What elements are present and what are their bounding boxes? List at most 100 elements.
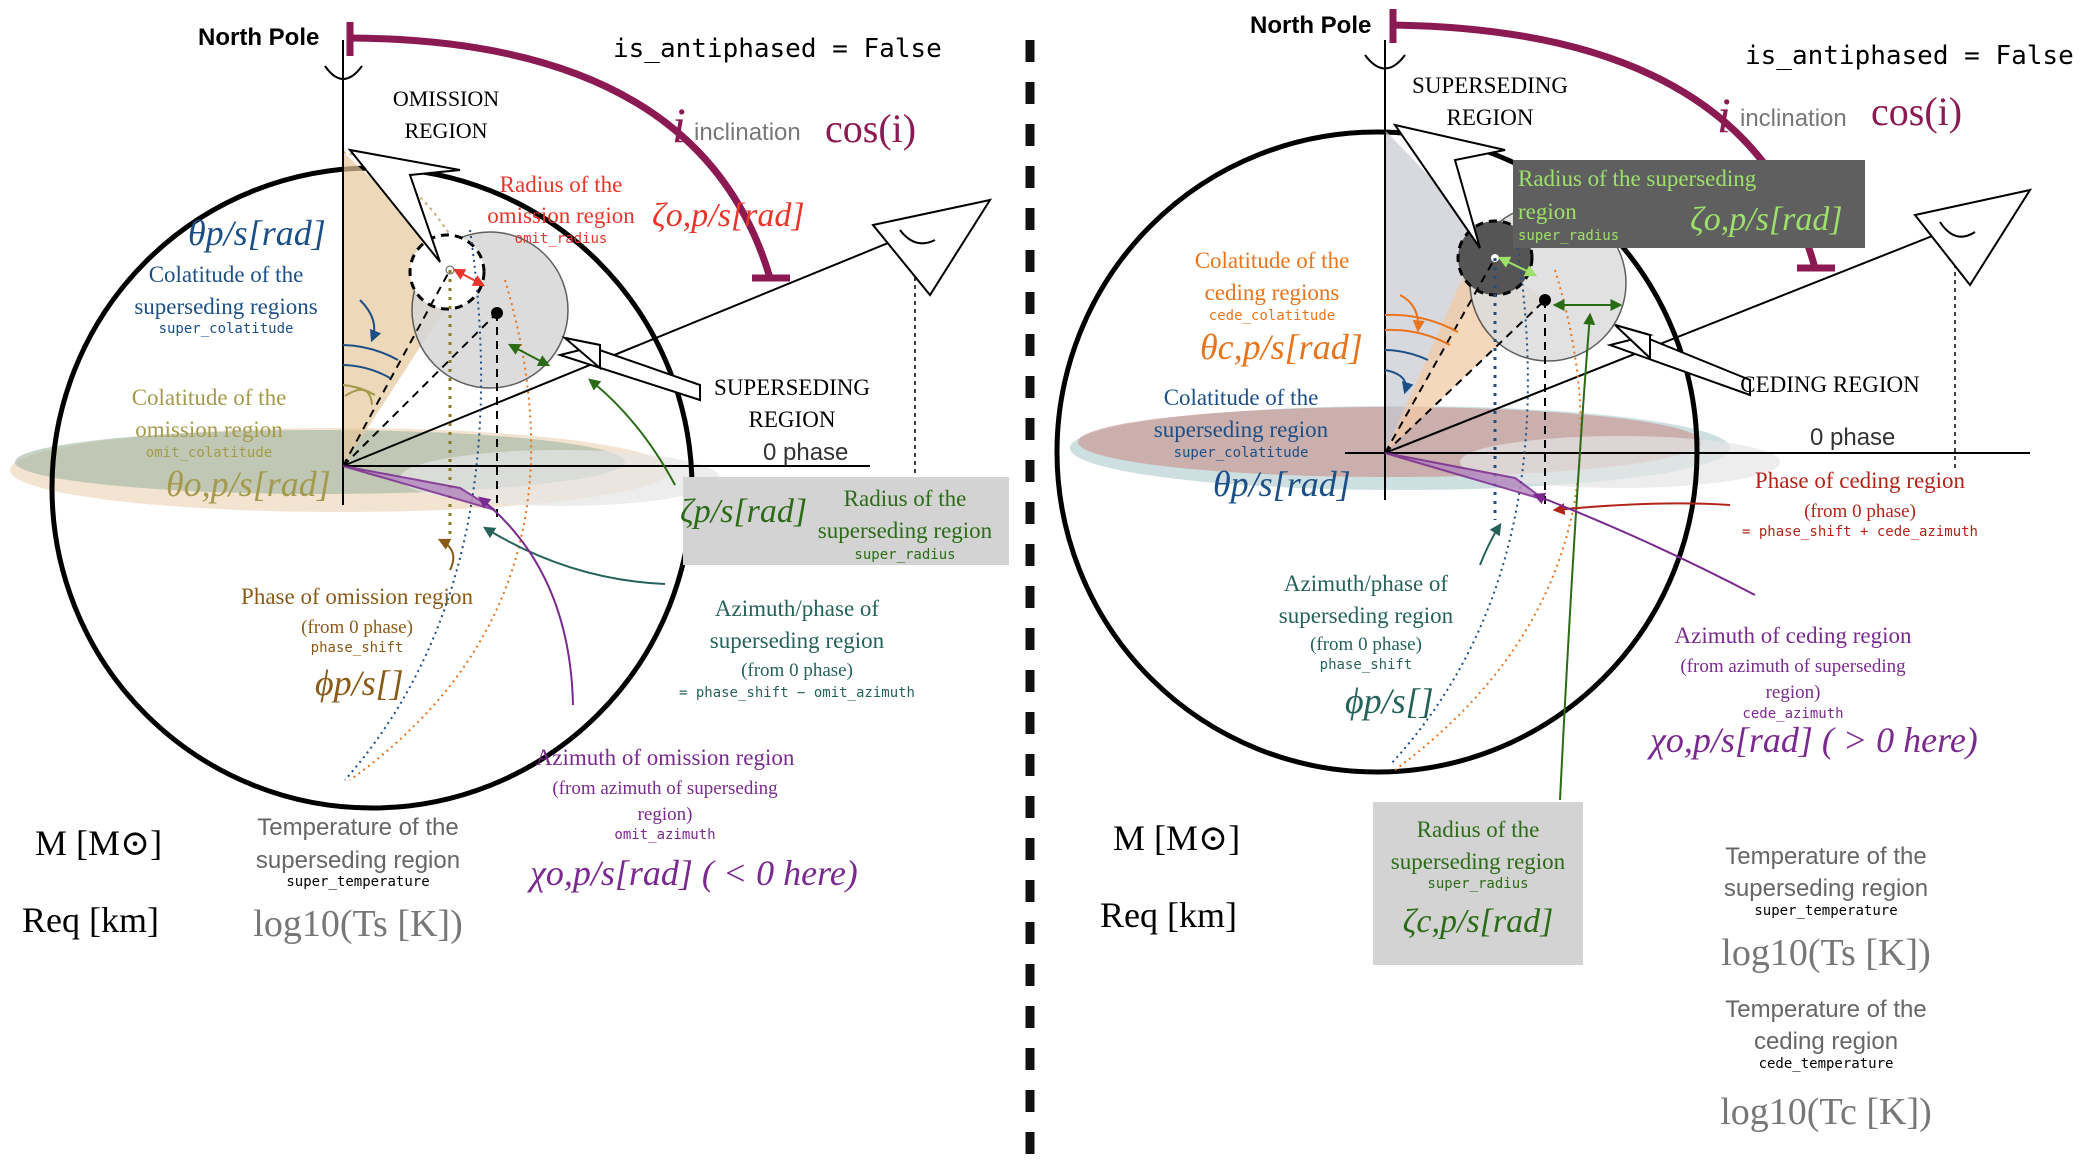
right-cede-radius-box (1373, 802, 1583, 965)
right-superseding-callout-arrow (1392, 123, 1506, 249)
left-colat-arc-blue-1 (342, 344, 399, 361)
left-is-antiphased-label: is_antiphased = False (613, 34, 942, 64)
left-super-colat-code: super_colatitude (159, 321, 294, 337)
left-super-radius-box (683, 477, 1009, 565)
right-colat-arc-orange-1 (1384, 328, 1451, 346)
left-omission-title-2: REGION (404, 118, 487, 143)
right-arrow-cede-colat (1399, 294, 1425, 333)
right-phase-cede-2: (from 0 phase) (1804, 501, 1916, 522)
left-phase-omit-1: Phase of omission region (241, 584, 473, 609)
right-colatitude-wedge (1385, 130, 1500, 453)
left-panel (10, 22, 1009, 811)
right-orange-meridian (1394, 269, 1582, 771)
left-super-radius-1: Radius of the (844, 486, 967, 511)
right-az-super-1: Azimuth/phase of (1284, 571, 1448, 596)
left-omit-colat-1: Colatitude of the (132, 385, 287, 410)
right-radius-super-1: Radius of the superseding (1518, 166, 1757, 191)
right-temp-c-code: cede_temperature (1759, 1056, 1894, 1072)
right-cede-colat-1: Colatitude of the (1195, 248, 1350, 273)
right-zero-phase-label: 0 phase (1810, 424, 1895, 451)
left-theta-ps: θp/s[rad] (188, 213, 326, 253)
left-radius-omission-1: Radius of the (500, 172, 623, 197)
right-chi-o: χo,p/s[rad] ( > 0 here) (1647, 720, 1978, 760)
right-radius-super-2: region (1518, 199, 1577, 224)
left-equator-ellipse-right (400, 450, 720, 506)
right-temp-s-1: Temperature of the (1725, 843, 1926, 870)
left-inclination-symbol: i (672, 97, 686, 153)
left-phase-omit-2: (from 0 phase) (301, 617, 413, 638)
right-dashed-to-cede (1384, 299, 1546, 454)
left-az-super-3: (from 0 phase) (741, 660, 853, 681)
right-is-antiphased-label: is_antiphased = False (1745, 41, 2074, 71)
left-omit-colat-code: omit_colatitude (146, 445, 272, 461)
right-observer-eye (1913, 188, 2033, 287)
right-az-cede-code: cede_azimuth (1742, 706, 1843, 722)
right-phi-ps: ϕp/s[] (1345, 681, 1434, 721)
right-radius-eq-label: Req [km] (1100, 895, 1237, 935)
right-arrow-azimuth-super (1479, 523, 1502, 566)
right-arrow-azimuth-cede (1532, 492, 1756, 596)
left-inclination-cos: cos(i) (825, 106, 916, 151)
left-inclination-arc (349, 34, 774, 279)
right-az-cede-3: region) (1766, 682, 1821, 703)
right-equator-ellipse-right (1460, 436, 1780, 488)
left-arrow-colat-omit (344, 388, 373, 406)
left-colat-arc-blue-2 (342, 364, 391, 379)
left-az-omit-1: Azimuth of omission region (536, 745, 795, 770)
right-line-of-sight (1384, 224, 1961, 454)
right-cede-colat-code: cede_colatitude (1209, 308, 1335, 324)
left-radius-omission-code: omit_radius (515, 231, 608, 247)
left-az-omit-3: region) (638, 804, 693, 825)
left-az-super-1: Azimuth/phase of (715, 596, 879, 621)
right-arrow-cede-radius-callout (1559, 312, 1596, 801)
right-log-tc: log10(Tc [K]) (1720, 1091, 1932, 1133)
right-north-pole-label: North Pole (1250, 12, 1371, 39)
left-omit-colat-2: omission region (135, 417, 283, 442)
left-super-radius-code: super_radius (854, 547, 955, 563)
right-az-super-3: (from 0 phase) (1310, 634, 1422, 655)
left-phi-ps: ϕp/s[] (315, 663, 404, 703)
right-az-cede-1: Azimuth of ceding region (1675, 623, 1912, 648)
left-az-super-2: superseding region (710, 628, 885, 653)
right-ceding-title: CEDING REGION (1740, 372, 1920, 397)
left-arrow-colat-super (359, 299, 382, 343)
left-dashed-to-omission (342, 269, 451, 467)
right-cede-radius-1: Radius of the (1417, 817, 1540, 842)
left-omission-callout-arrow (347, 148, 461, 263)
left-super-colat-1: Colatitude of the (149, 262, 304, 287)
left-az-omit-2: (from azimuth of superseding (552, 778, 778, 799)
right-temp-c-1: Temperature of the (1725, 996, 1926, 1023)
right-rotation-icon (1364, 54, 1406, 70)
left-super-radius-2: superseding region (818, 518, 993, 543)
right-arrow-super-colat (1384, 369, 1414, 395)
right-ceding-callout-tail (1614, 324, 1651, 361)
left-colat-arc-olive (342, 384, 376, 396)
right-theta-ps: θp/s[rad] (1213, 464, 1351, 504)
left-temp-2: superseding region (256, 847, 460, 874)
right-inclination-symbol: i (1717, 87, 1731, 143)
left-arrow-azimuth-omit (478, 496, 574, 706)
right-az-super-2: superseding region (1279, 603, 1454, 628)
right-theta-c: θc,p/s[rad] (1200, 327, 1363, 367)
right-super-colat-code: super_colatitude (1174, 445, 1309, 461)
left-radius-omission-symbol: ζo,p/s[rad] (652, 197, 805, 234)
right-super-radius-box (1513, 160, 1865, 248)
right-panel (1054, 9, 2033, 965)
left-arrow-omit-radius (452, 268, 486, 287)
left-temp-code: super_temperature (286, 874, 429, 890)
left-superseding-title-2: REGION (749, 407, 836, 432)
left-zeta-ps: ζp/s[rad] (680, 493, 807, 530)
left-phase-wedge (342, 465, 496, 511)
right-cede-radius-code: super_radius (1427, 876, 1528, 892)
right-inclination-word: inclination (1740, 105, 1847, 132)
left-chi-o: χo,p/s[rad] ( < 0 here) (527, 853, 858, 893)
right-cede-colat-2: ceding regions (1205, 280, 1340, 305)
left-observer-arc (899, 229, 936, 245)
right-log-ts: log10(Ts [K]) (1721, 932, 1930, 974)
right-phase-cede-1: Phase of ceding region (1755, 468, 1966, 493)
left-north-pole-label: North Pole (198, 24, 319, 51)
right-az-super-code: phase_shift (1320, 657, 1413, 673)
left-superseding-title-1: SUPERSEDING (714, 375, 870, 400)
right-colat-arc-orange-2 (1384, 313, 1459, 333)
